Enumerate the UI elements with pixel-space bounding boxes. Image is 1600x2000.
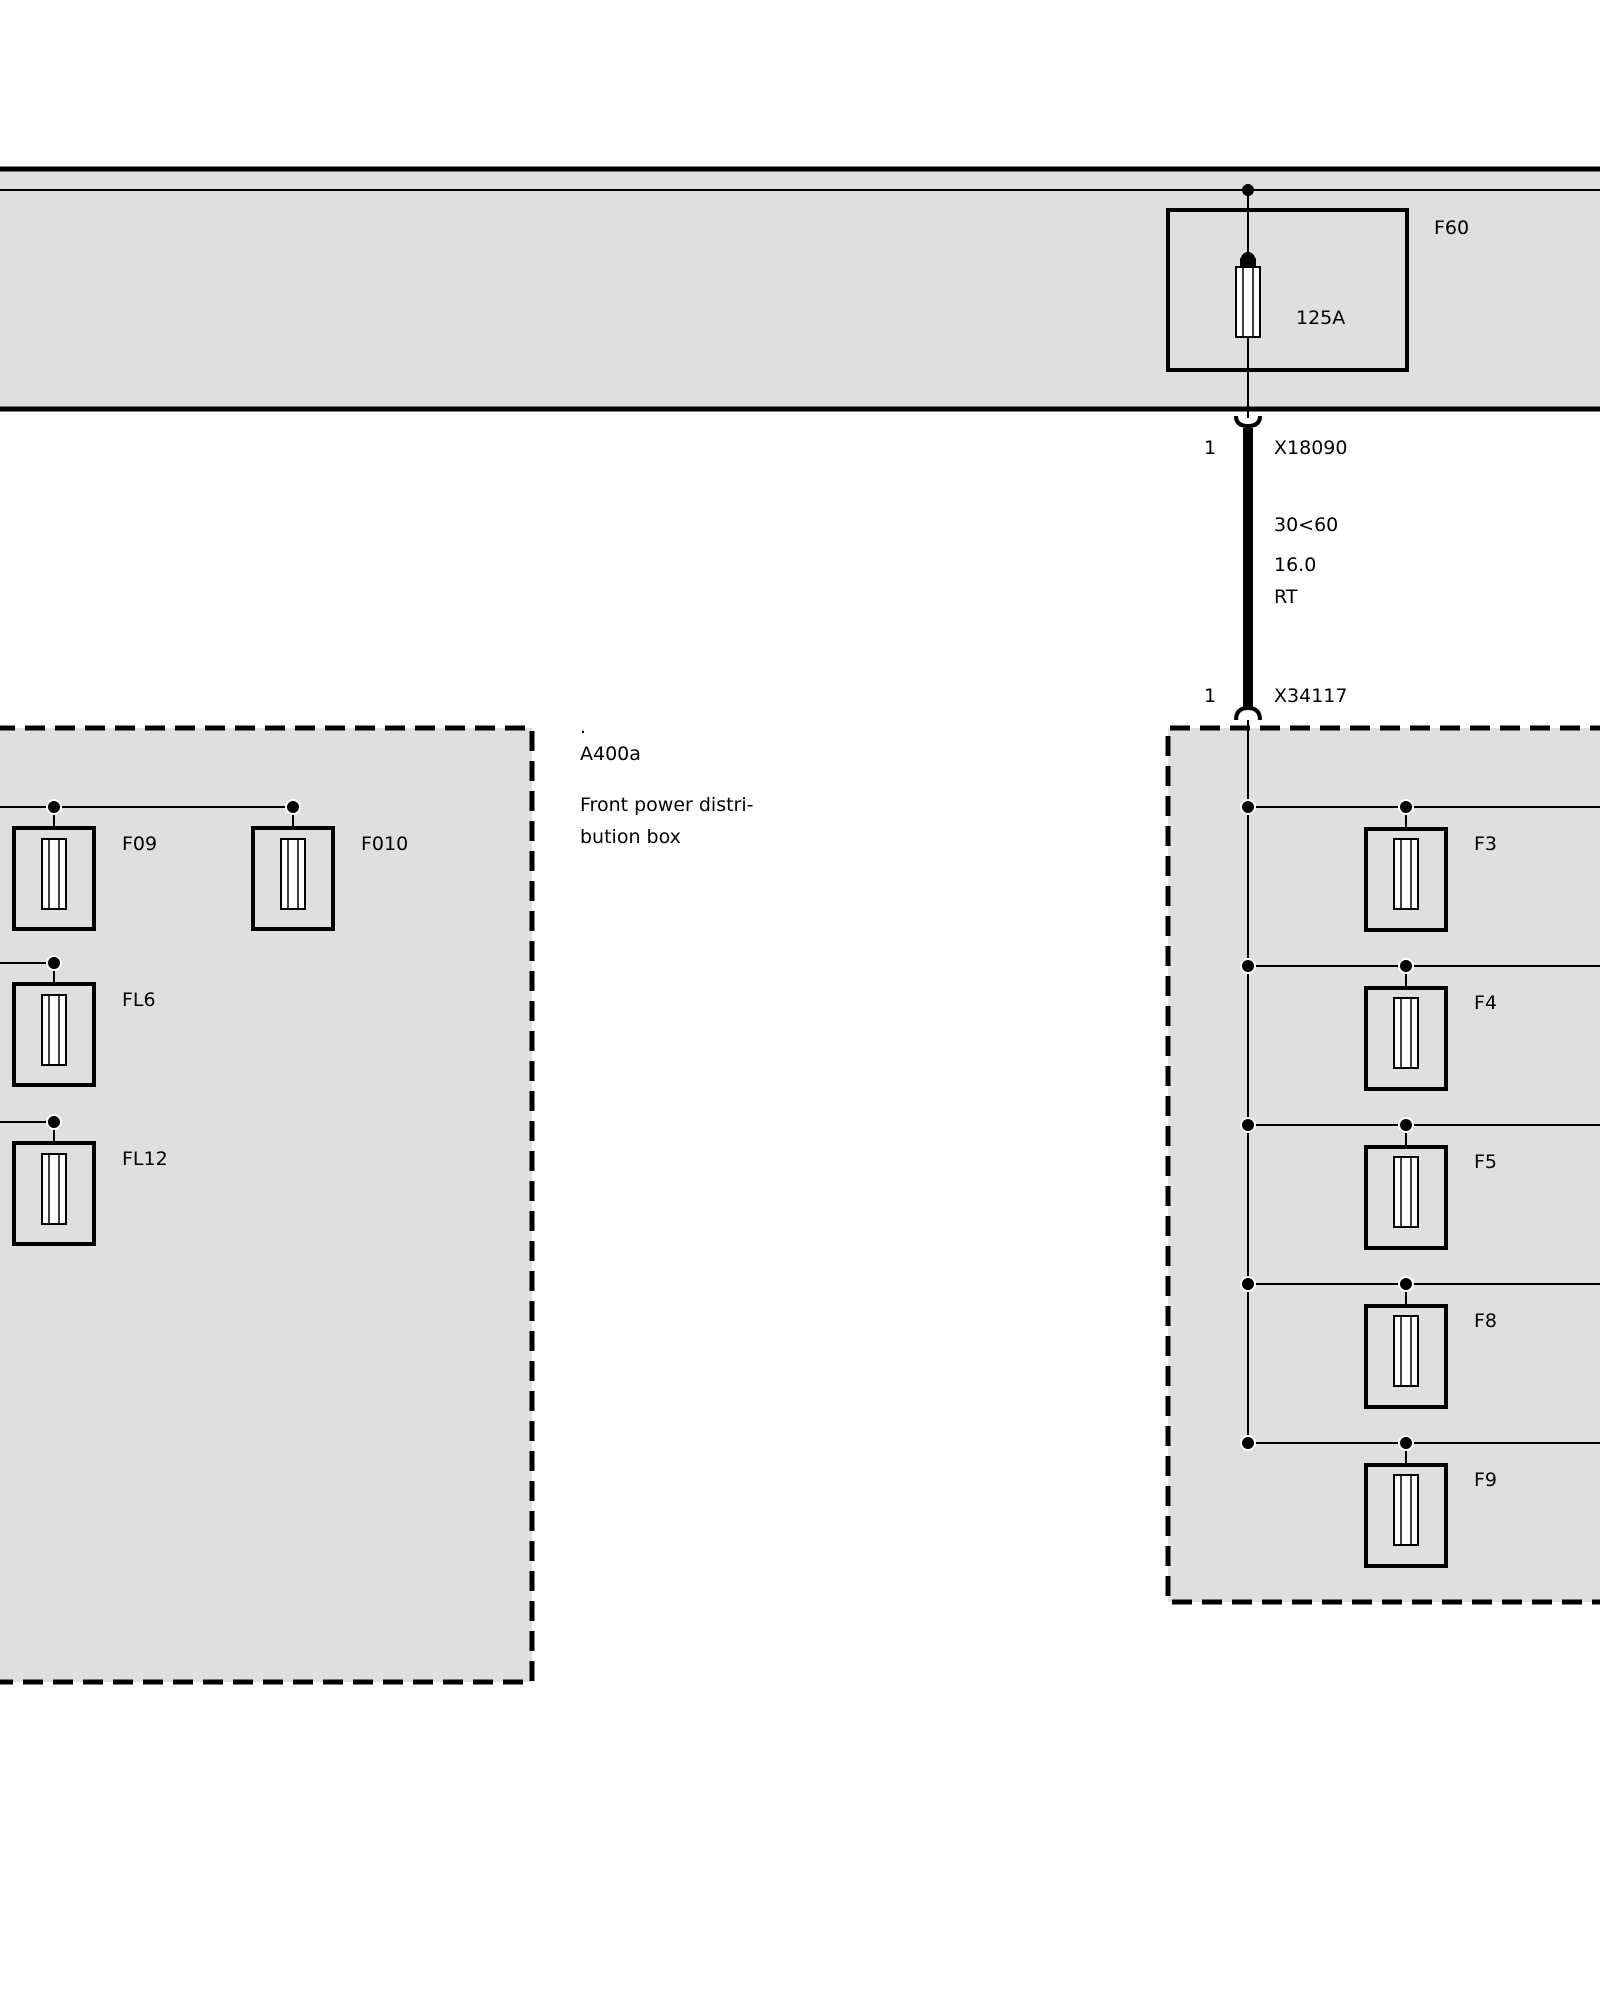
fuse-f8-label: F8: [1474, 1310, 1497, 1332]
box-description-line2: bution box: [580, 826, 681, 848]
box-identification: . A400a Front power distri- bution box: [580, 716, 754, 848]
box-marker: .: [580, 716, 586, 738]
connector-x34117-pin: 1: [1204, 685, 1216, 707]
fuse-f09: F09: [12, 799, 157, 931]
fuse-f3: F3: [1364, 799, 1497, 932]
fuse-f60: F60 125A: [1166, 184, 1469, 418]
wire-cross-section: 16.0: [1274, 554, 1316, 576]
connector-x18090-label: X18090: [1274, 437, 1347, 459]
fuse-f4-label: F4: [1474, 992, 1497, 1014]
box-description-line1: Front power distri-: [580, 794, 754, 816]
fuse-f60-rating: 125A: [1296, 307, 1345, 329]
fuse-f010: F010: [251, 799, 408, 931]
fuse-f010-label: F010: [361, 833, 408, 855]
fuse-f9: F9: [1364, 1435, 1497, 1568]
connector-x18090-pin: 1: [1204, 437, 1216, 459]
fuse-f4: F4: [1364, 958, 1497, 1091]
wire-spec: 30<60: [1274, 514, 1338, 536]
wire-color-code: RT: [1274, 586, 1298, 608]
top-power-unit: [0, 166, 1600, 412]
connector-x34117-label: X34117: [1274, 685, 1347, 707]
fuse-f60-label: F60: [1434, 217, 1469, 239]
fuse-fl6: FL6: [12, 955, 156, 1087]
box-id: A400a: [580, 743, 641, 765]
fuse-fl12: FL12: [12, 1114, 168, 1246]
left-distribution-box: [0, 725, 535, 1685]
fuse-f9-label: F9: [1474, 1469, 1497, 1491]
fuse-fl6-label: FL6: [122, 989, 156, 1011]
fuse-f5-label: F5: [1474, 1151, 1497, 1173]
fuse-f8: F8: [1364, 1276, 1497, 1409]
fuse-f3-label: F3: [1474, 833, 1497, 855]
fuse-fl12-label: FL12: [122, 1148, 168, 1170]
right-distribution-box: [1165, 720, 1600, 1605]
fuse-f5: F5: [1364, 1117, 1497, 1250]
fuse-f09-label: F09: [122, 833, 157, 855]
main-feed-wire: 1 X18090 30<60 16.0 RT 1 X34117: [1204, 415, 1347, 721]
